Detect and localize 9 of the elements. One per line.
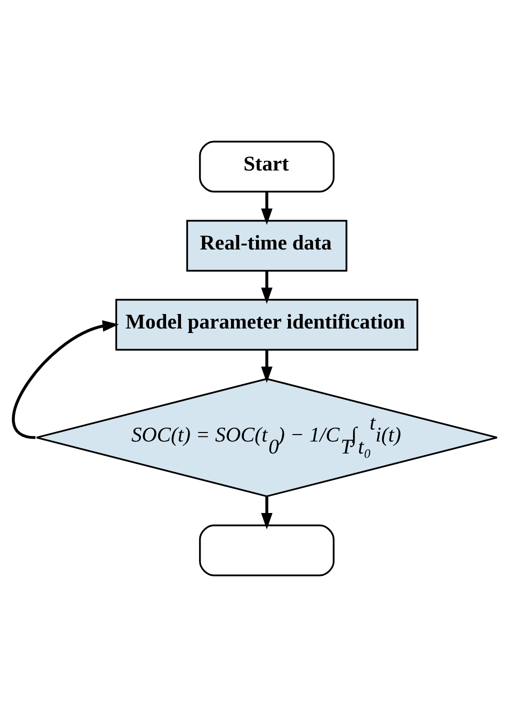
arrow	[261, 496, 272, 529]
node-box: Real-time data	[186, 219, 348, 272]
node-box: Start	[199, 140, 335, 192]
arrow	[12, 320, 119, 438]
arrow	[261, 270, 272, 304]
arrow	[261, 191, 272, 224]
node-box	[199, 524, 335, 576]
arrow	[261, 349, 272, 382]
node-box: Model parameter identification	[115, 298, 418, 350]
